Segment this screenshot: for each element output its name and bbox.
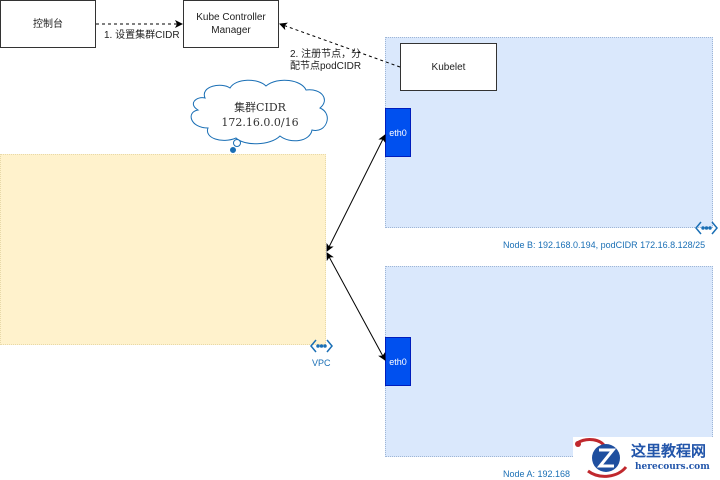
arrow-kubelet-to-controller <box>279 22 401 68</box>
cloud-tail-large <box>233 139 241 147</box>
cloud-line1: 集群CIDR <box>234 101 286 114</box>
step1-label: 1. 设置集群CIDR <box>104 30 180 41</box>
watermark-cn: 这里教程网 <box>631 442 707 460</box>
node-b-network-icon <box>695 221 718 235</box>
controller-label: Kube Controller Manager <box>196 11 265 37</box>
cloud-text: 集群CIDR 172.16.0.0/16 <box>205 100 315 130</box>
step2-label-line2: 配节点podCIDR <box>290 61 362 72</box>
eth0-node-b[interactable]: eth0 <box>385 108 411 157</box>
cloud-tail-small <box>230 147 236 153</box>
controller-label-line1: Kube Controller <box>196 12 266 23</box>
vpc-region <box>0 154 326 345</box>
controller-label-line2: Manager <box>211 25 251 36</box>
watermark-logo-mark <box>575 438 628 478</box>
eth0-node-a[interactable]: eth0 <box>385 337 411 386</box>
console-box[interactable]: 控制台 <box>0 0 96 48</box>
cloud-shape <box>190 79 328 145</box>
step2-label: 2. 注册节点，分 配节点podCIDR <box>290 49 361 73</box>
node-b-label: Node B: 192.168.0.194, podCIDR 172.16.8.… <box>503 240 706 250</box>
vpc-network-icon <box>310 339 333 353</box>
console-label: 控制台 <box>33 18 63 30</box>
node-a-label: Node A: 192.168 <box>503 469 571 479</box>
watermark-en: herecours.com <box>635 462 710 472</box>
kubelet-label: Kubelet <box>431 61 466 73</box>
vpc-label: VPC <box>312 358 331 368</box>
arrow-vpc-eth0-node-a <box>326 252 386 361</box>
eth0-node-a-label: eth0 <box>389 356 407 367</box>
kube-controller-manager-box[interactable]: Kube Controller Manager <box>183 0 279 48</box>
node-a-region <box>385 266 713 457</box>
cloud-line2: 172.16.0.0/16 <box>221 116 299 129</box>
step2-label-line1: 2. 注册节点，分 <box>290 49 362 60</box>
eth0-node-b-label: eth0 <box>389 127 407 138</box>
kubelet-box[interactable]: Kubelet <box>400 43 497 91</box>
arrow-vpc-eth0-node-b <box>326 134 386 252</box>
